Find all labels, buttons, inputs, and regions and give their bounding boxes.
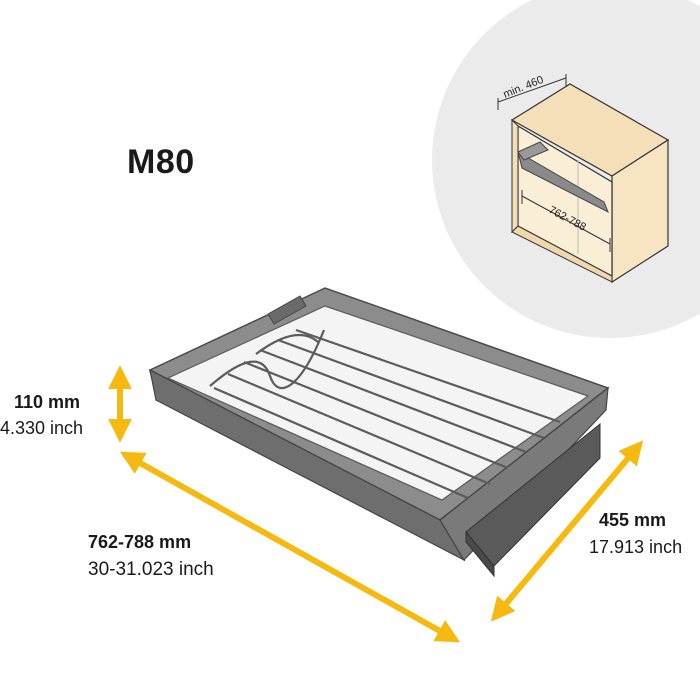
dimension-arrows — [108, 365, 644, 643]
depth-inch-label: 17.913 inch — [589, 537, 683, 557]
height-inch-label: 4.330 inch — [0, 418, 84, 438]
width-arrow — [119, 451, 461, 643]
width-mm-label: 762-788 mm — [88, 532, 192, 552]
model-title: M80 — [127, 143, 195, 181]
width-inch-label: 30-31.023 inch — [88, 559, 214, 580]
cabinet-illustration — [497, 74, 670, 284]
depth-mm-label: 455 mm — [599, 510, 667, 530]
cabinet-inset: min. 460 762-788 — [432, 0, 700, 338]
height-mm-label: 110 mm — [14, 392, 81, 412]
depth-arrow — [490, 440, 644, 622]
pull-out-drawer — [148, 287, 610, 578]
